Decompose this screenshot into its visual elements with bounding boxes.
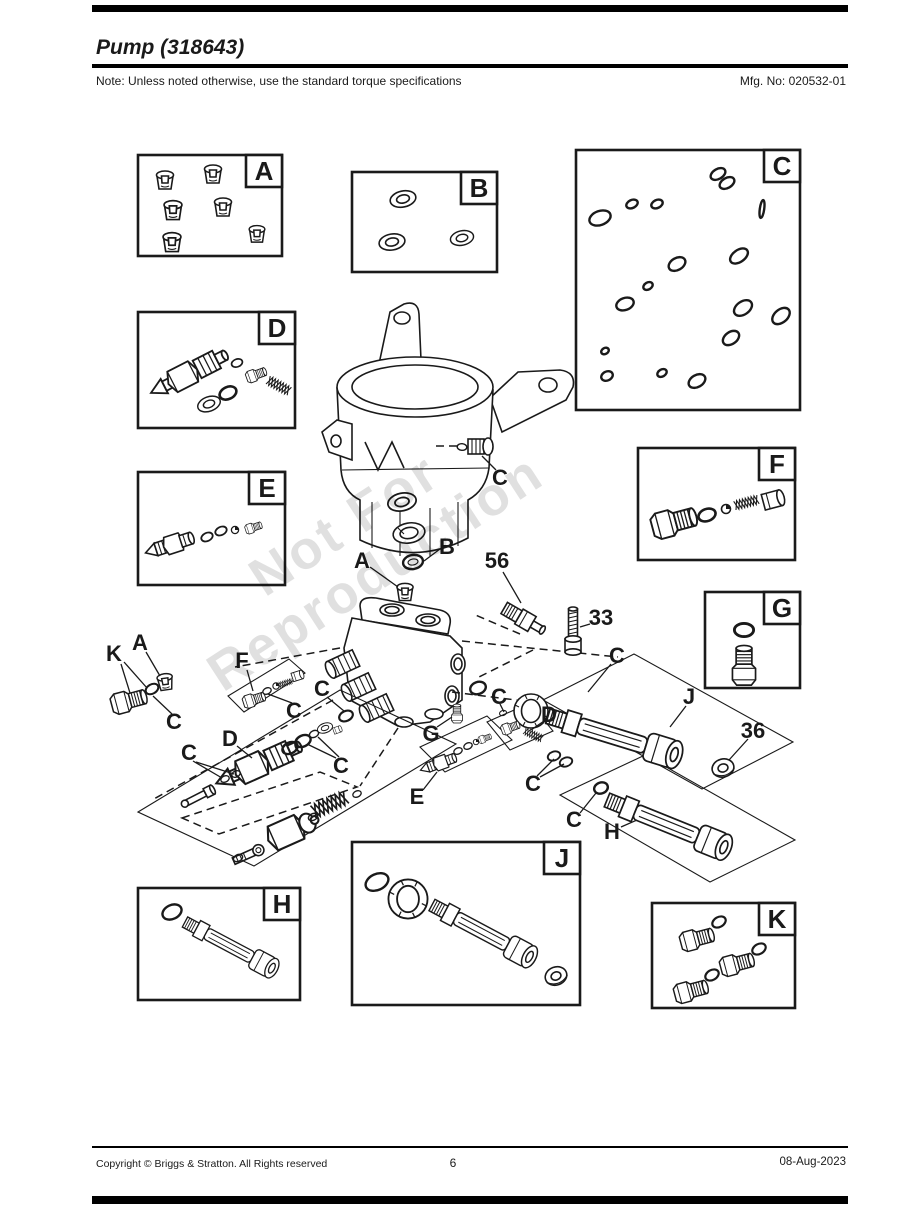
seal-stack-icons [385,489,426,571]
panel-b: B [350,170,499,274]
callout-h: H [604,819,620,844]
callout-a: A [354,548,370,573]
panel-e: E [136,470,287,587]
mfg-number: Mfg. No: 020532-01 [739,74,846,88]
callout-c5: C [314,676,330,701]
dashed-connectors [151,445,619,835]
panel-c-label: C [773,151,792,181]
footer-copyright: Copyright © Briggs & Stratton. All Right… [96,1158,328,1170]
cap-a-icon [396,582,414,602]
manifold-drawing [322,582,466,728]
callout-g: G [422,721,439,746]
panel-f-label: F [769,449,785,479]
callout-d2: D [541,702,557,727]
panel-h: H [136,886,302,1002]
sleeve-icon [332,724,344,735]
panel-a-label: A [255,156,274,186]
unloader-spring-assembly-icons [230,788,363,867]
callout-c8: C [491,684,507,709]
callout-d: D [222,726,238,751]
pump-body-drawing [321,302,575,556]
callout-j: J [683,684,695,709]
tube-fitting-icon [161,903,283,981]
panel-f: F [636,446,797,562]
callout-k: K [106,641,122,666]
outlet-tube-h-icon [601,786,737,864]
right-explosion-parts [417,599,737,864]
callout-b: B [439,534,455,559]
torque-note: Note: Unless noted otherwise, use the st… [96,74,462,88]
callout-c10: C [566,807,582,832]
callout-33: 33 [589,605,613,630]
callout-c2: C [286,698,302,723]
panel-h-label: H [273,889,292,919]
callout-c9: C [525,771,541,796]
panel-g-label: G [772,593,792,623]
thermal-relief-valve-icon [499,599,550,640]
leader-lines [120,455,749,828]
panel-e-label: E [258,473,275,503]
callout-a2: A [132,630,148,655]
callout-labels: C B A 56 33 K A F C C D C C C C J C D G … [106,465,765,844]
o-ring-icon [545,748,563,764]
callout-36: 36 [741,718,765,743]
tube-assembly-icon [364,871,571,990]
callout-e: E [410,784,425,809]
page-title: Pump (318643) [96,36,245,59]
title-rule [92,64,848,68]
footer-date: 08-Aug-2023 [779,1156,847,1168]
o-ring-icons [588,166,791,390]
valve-stem-icon [180,784,217,809]
panel-k-label: K [768,904,787,934]
bottom-rule-bar [92,1196,848,1204]
panel-c: C [574,148,802,412]
left-explosion-parts [108,669,363,867]
outlet-tube-icon [542,701,687,772]
top-rule-bar [92,5,848,12]
drain-plug-icon [456,437,494,456]
panel-k: K [650,901,797,1010]
panel-j: J [350,840,582,1007]
callout-56: 56 [485,548,509,573]
panel-g: G [703,590,802,690]
panel-j-label: J [555,843,569,873]
callout-c7: C [609,643,625,668]
nozzle-cap-icon [709,755,737,781]
o-ring-icon [469,680,487,696]
callout-c4: C [181,740,197,765]
callout-c-plug: C [492,465,508,490]
o-ring-icon [592,781,610,795]
port-plug-g-icon [451,703,463,724]
callout-c3: C [166,709,182,734]
panel-d-label: D [268,313,287,343]
o-ring-icon [336,707,356,725]
callout-c6: C [333,753,349,778]
panel-a: A [136,153,284,258]
footer-page-number: 6 [449,1156,457,1170]
panel-d: D [136,310,297,430]
panel-b-label: B [470,173,489,203]
footer-rule [92,1146,848,1148]
callout-f: F [235,648,248,673]
socket-bolt-icon [564,606,582,657]
